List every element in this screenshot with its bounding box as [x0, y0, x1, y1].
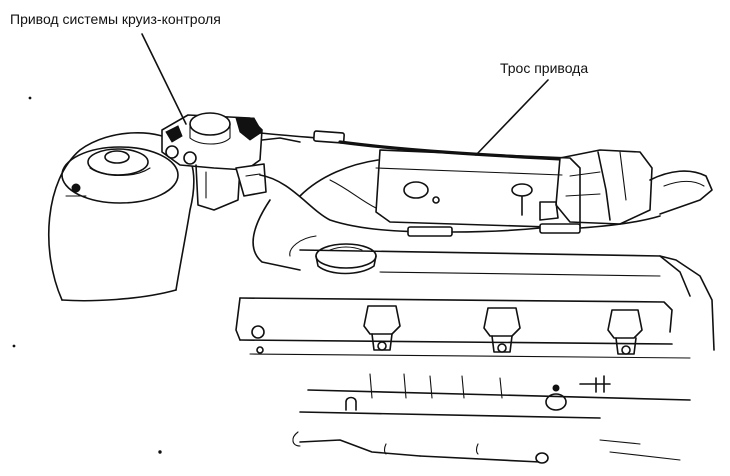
label-actuator-cable: Трос привода — [500, 60, 589, 76]
scatter-marks — [12, 96, 162, 454]
oil-filler-cap — [315, 243, 377, 275]
cruise-control-actuator — [161, 112, 301, 211]
leader-line-cable — [475, 79, 549, 156]
ignition-coil-3 — [607, 309, 643, 355]
leader-lines — [141, 33, 549, 156]
valve-cover-top — [375, 149, 581, 229]
hoses — [259, 159, 661, 237]
ignition-cover — [235, 297, 691, 359]
label-cruise-control-actuator: Привод системы круиз-контроля — [10, 11, 221, 27]
ignition-coil-2 — [483, 307, 521, 353]
leader-line-actuator — [141, 33, 187, 125]
ignition-coils — [363, 305, 643, 355]
ignition-coil-1 — [363, 305, 401, 351]
engine-outline — [252, 199, 715, 351]
lower-engine-detail — [292, 373, 691, 464]
